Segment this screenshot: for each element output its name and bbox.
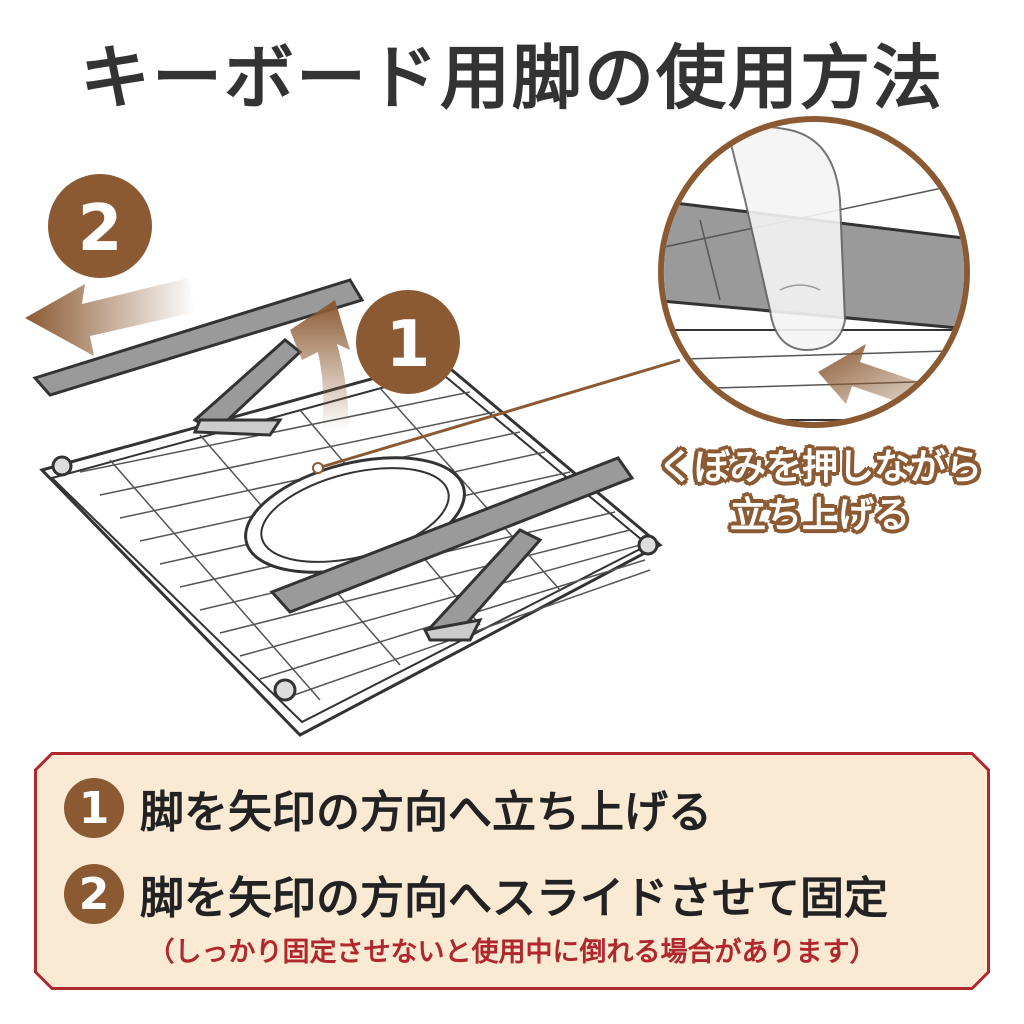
step-2-row: 2 脚を矢印の方向へスライドさせて固定 — [64, 862, 888, 926]
step-1-row: 1 脚を矢印の方向へ立ち上げる — [64, 776, 712, 840]
step-1-number-badge: 1 — [64, 778, 124, 838]
step-2-badge: 2 — [48, 174, 152, 278]
instruction-box-border — [34, 752, 990, 990]
back-leg — [32, 278, 365, 437]
page-title: キーボード用脚の使用方法 — [80, 37, 944, 119]
callout-text-line-1: くぼみを押しながら — [657, 447, 982, 488]
callout-line — [317, 358, 681, 470]
left-arrow-icon — [25, 278, 196, 356]
curved-up-arrow-icon — [290, 300, 350, 430]
warning-note: （しっかり固定させないと使用中に倒れる場合があります） — [147, 937, 877, 968]
tray-base — [39, 358, 663, 737]
front-leg — [269, 456, 635, 642]
step-1-number: 1 — [386, 308, 431, 382]
step-2-text: 脚を矢印の方向へスライドさせて固定 — [140, 873, 888, 924]
step-2-number-badge: 2 — [64, 864, 124, 924]
magnifier-circle — [658, 116, 970, 428]
step-2-number: 2 — [78, 192, 123, 266]
callout-text-line-2: 立ち上げる — [729, 495, 910, 536]
step-1-text: 脚を矢印の方向へ立ち上げる — [140, 787, 712, 838]
step-1-badge: 1 — [356, 290, 460, 394]
